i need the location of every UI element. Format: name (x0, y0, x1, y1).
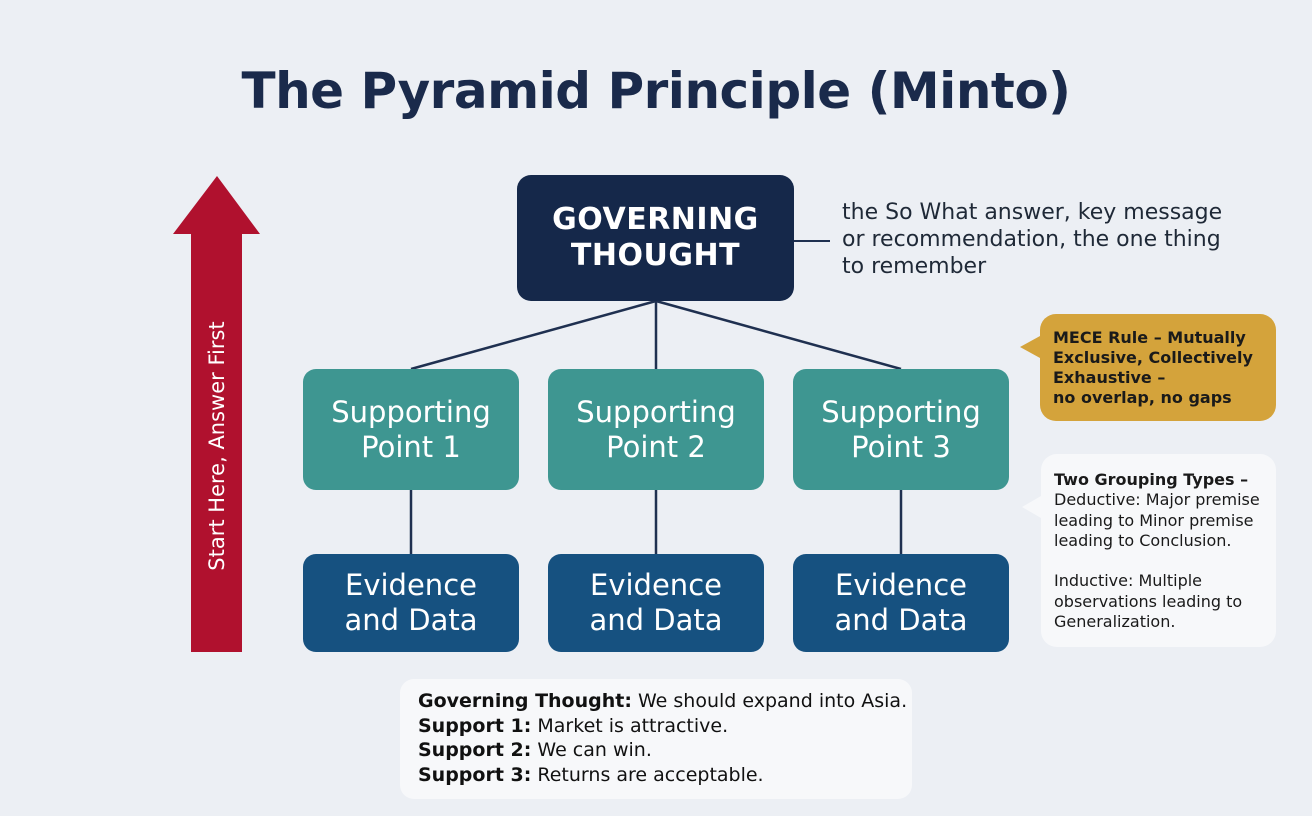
example-text: We should expand into Asia. (631, 690, 908, 712)
support-3-line-1: Supporting (821, 394, 981, 429)
governing-line-1: GOVERNING (552, 202, 759, 237)
example-label: Support 3: (418, 764, 532, 787)
evidence-box-1: Evidence and Data (303, 554, 519, 652)
support-3-line-2: Point 3 (851, 429, 951, 464)
evidence-3-line-2: and Data (834, 603, 968, 637)
governing-line-2: THOUGHT (570, 238, 741, 273)
evidence-1-line-2: and Data (344, 603, 478, 637)
example-label: Support 2: (418, 739, 532, 762)
governing-thought-box: GOVERNING THOUGHT (517, 175, 794, 301)
grouping-spacer (1054, 551, 1266, 571)
grouping-title: Two Grouping Types – (1054, 470, 1249, 489)
example-row: Support 2: We can win. (418, 738, 912, 763)
support-2-line-1: Supporting (576, 394, 736, 429)
diagram-title: The Pyramid Principle (Minto) (241, 62, 1071, 120)
evidence-3-line-1: Evidence (835, 568, 967, 603)
evidence-box-3: Evidence and Data (793, 554, 1009, 652)
evidence-2-line-2: and Data (589, 603, 723, 637)
governing-description: the So What answer, key message or recom… (842, 200, 1223, 280)
support-1-line-2: Point 1 (361, 429, 461, 464)
evidence-2-line-1: Evidence (590, 568, 722, 603)
support-1-line-1: Supporting (331, 394, 491, 429)
supporting-point-3-box: Supporting Point 3 (793, 369, 1009, 490)
grouping-types-callout: Two Grouping Types – Deductive: Major pr… (1022, 454, 1276, 647)
example-row: Support 3: Returns are acceptable. (418, 763, 912, 788)
mece-rule-callout: MECE Rule – Mutually Exclusive, Collecti… (1020, 314, 1276, 421)
example-box: Governing Thought: We should expand into… (400, 679, 912, 799)
example-label: Support 1: (418, 714, 532, 737)
supporting-point-1-box: Supporting Point 1 (303, 369, 519, 490)
evidence-1-line-1: Evidence (345, 568, 477, 603)
example-text: Returns are acceptable. (531, 764, 764, 787)
answer-first-label: Start Here, Answer First (205, 321, 229, 571)
mece-line-2: Exclusive, Collectively (1053, 348, 1253, 368)
mece-line-3: Exhaustive – (1053, 368, 1166, 388)
mece-line-4: no overlap, no gaps (1053, 388, 1232, 408)
answer-first-arrow (173, 176, 260, 652)
evidence-box-2: Evidence and Data (548, 554, 764, 652)
example-row: Governing Thought: We should expand into… (418, 689, 912, 714)
example-text: We can win. (531, 739, 652, 762)
example-row: Support 1: Market is attractive. (418, 714, 912, 739)
mece-line-1: MECE Rule – Mutually (1053, 328, 1246, 347)
example-label: Governing Thought: (418, 690, 632, 712)
connector-gov-to-support-3 (655, 299, 902, 371)
example-text: Market is attractive. (531, 714, 729, 737)
grouping-deductive: Deductive: Major premise leading to Mino… (1054, 490, 1260, 550)
support-2-line-2: Point 2 (606, 429, 706, 464)
supporting-point-2-box: Supporting Point 2 (548, 369, 764, 490)
connector-gov-to-support-1 (410, 299, 657, 371)
grouping-inductive: Inductive: Multiple observations leading… (1054, 571, 1243, 631)
